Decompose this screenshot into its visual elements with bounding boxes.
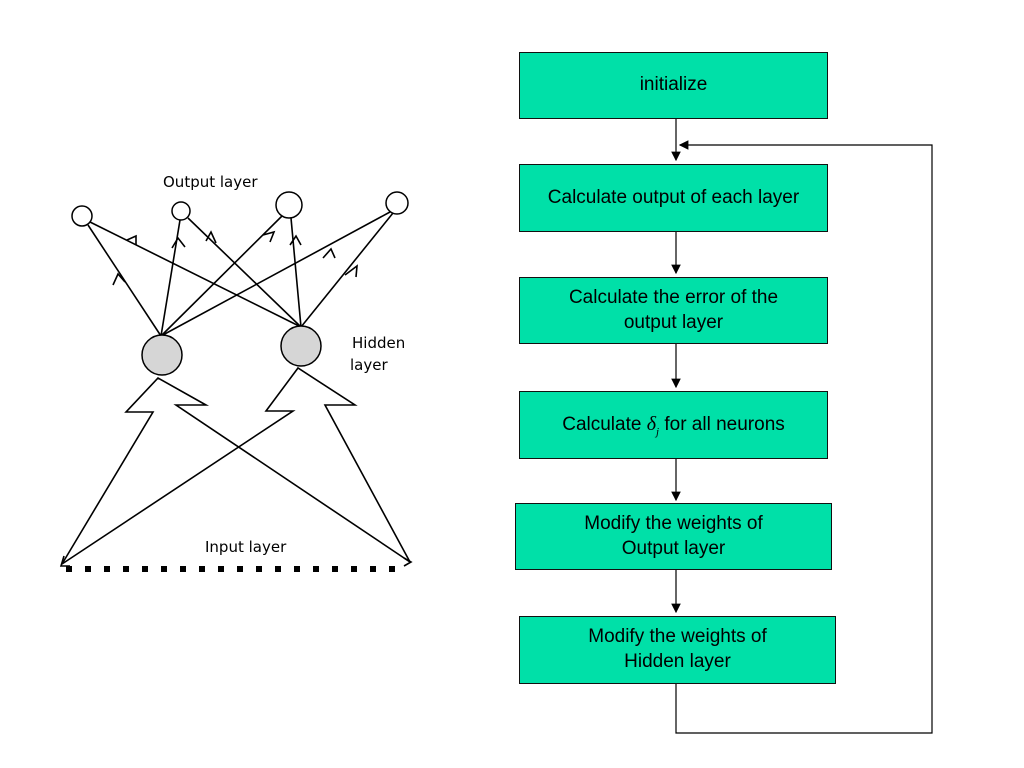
output-neurons: [71, 191, 409, 227]
flow-step-text-line1: Calculate the error of the: [568, 286, 779, 308]
flow-step-text-line2: output layer: [623, 311, 724, 333]
flow-step-text: Calculate output of each layer: [547, 186, 800, 208]
flow-step-text: initialize: [639, 74, 708, 96]
flow-step-initialize: initialize: [519, 52, 828, 119]
input-layer-label: Input layer: [205, 538, 287, 556]
hidden-neurons: [141, 325, 322, 376]
hidden-neuron-2: [280, 325, 322, 367]
flow-connectors: [671, 118, 933, 734]
input-hidden-connections: [59, 366, 413, 567]
output-neuron-1: [71, 205, 93, 227]
flow-step-text-line2: Output layer: [621, 537, 726, 559]
output-layer-label: Output layer: [163, 173, 258, 191]
flow-step-text-line2: Hidden layer: [624, 651, 731, 672]
delta-prefix: Calculate: [562, 413, 647, 435]
flow-step-text-line1: Modify the weights of: [584, 512, 763, 534]
flow-step-calculate-delta: Calculate δj for all neurons: [519, 391, 828, 459]
hidden-layer-label-line1: Hidden: [352, 334, 405, 352]
delta-symbol: δj: [646, 412, 660, 438]
output-neuron-2: [171, 201, 191, 221]
output-neuron-3: [275, 191, 303, 219]
flow-step-modify-output-weights: Modify the weights of Output layer: [515, 503, 832, 570]
flow-step-calculate-error: Calculate the error of the output layer: [519, 277, 828, 344]
flow-step-text: Calculate δj for all neurons: [562, 411, 785, 439]
output-neuron-4: [385, 191, 409, 215]
delta-suffix: for all neurons: [659, 413, 785, 435]
flow-step-calculate-output: Calculate output of each layer: [519, 164, 828, 232]
hidden-output-connections: [87, 211, 394, 337]
hidden-layer-label-line2: layer: [350, 356, 388, 374]
flow-step-modify-hidden-weights: Modify the weights of Hidden layer: [519, 616, 836, 684]
flow-step-text-line1: Modify the weights of: [588, 626, 767, 648]
hidden-neuron-1: [141, 334, 183, 376]
